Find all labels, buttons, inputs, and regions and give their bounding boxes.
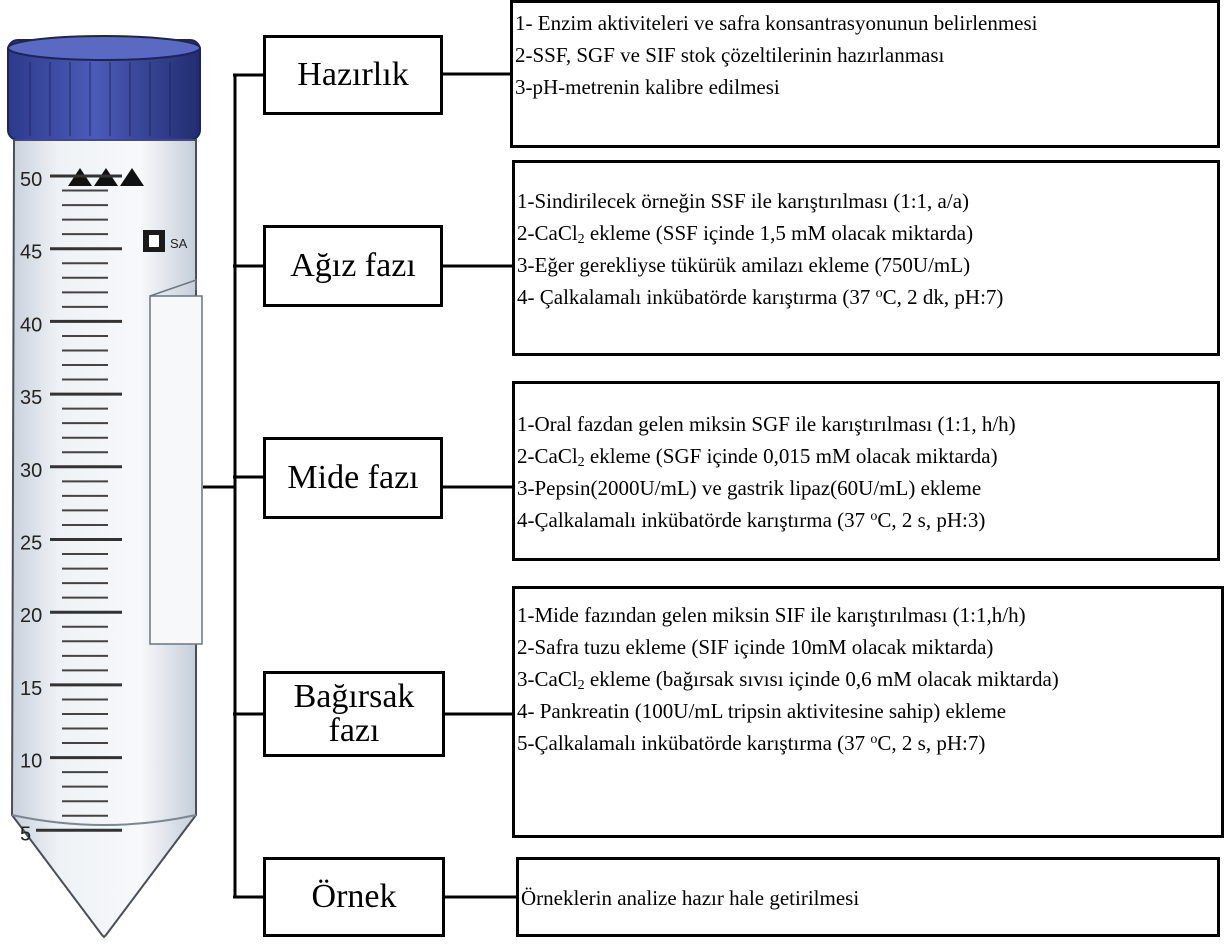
tube-cap bbox=[7, 35, 201, 141]
step-list-mide-fazi: 1-Oral fazdan gelen miksin SGF ile karış… bbox=[512, 381, 1220, 561]
step-item: 5-Çalkalamalı inkübatörde karıştırma (37… bbox=[517, 727, 1221, 759]
phase-title-line: Örnek bbox=[311, 878, 397, 915]
step-item: 2-SSF, SGF ve SIF stok çözeltilerinin ha… bbox=[515, 39, 1217, 71]
step-list-hazirlik: 1- Enzim aktiviteleri ve safra konsantra… bbox=[510, 0, 1220, 148]
phase-title-line: Mide fazı bbox=[287, 459, 419, 496]
step-text: 1-Sindirilecek örneğin SSF ile karıştırı… bbox=[517, 189, 970, 213]
superscript: o bbox=[870, 509, 878, 524]
phase-title: Ağız fazı bbox=[290, 249, 416, 283]
step-list-agiz-fazi: 1-Sindirilecek örneğin SSF ile karıştırı… bbox=[512, 160, 1220, 356]
subscript: 2 bbox=[577, 678, 585, 693]
step-item: 3-CaCl2 ekleme (bağırsak sıvısı içinde 0… bbox=[517, 663, 1221, 695]
scale-label: 50 bbox=[20, 169, 42, 191]
step-item: 4-Çalkalamalı inkübatörde karıştırma (37… bbox=[517, 504, 1217, 536]
step-text: C, 2 s, pH:7) bbox=[877, 731, 986, 755]
scale-label: 30 bbox=[20, 460, 42, 482]
subscript: 2 bbox=[577, 455, 585, 470]
step-item: 2-CaCl2 ekleme (SGF içinde 0,015 mM olac… bbox=[517, 440, 1217, 472]
step-item: 1-Sindirilecek örneğin SSF ile karıştırı… bbox=[517, 185, 1217, 217]
step-text: 4- Çalkalamalı inkübatörde karıştırma (3… bbox=[517, 285, 876, 309]
phase-title-line: fazı bbox=[328, 712, 380, 749]
centrifuge-tube-illustration: SA 50 45 40 35 30 25 20 15 10 5 bbox=[7, 35, 203, 939]
step-text: 1-Oral fazdan gelen miksin SGF ile karış… bbox=[517, 412, 1016, 436]
step-text: 2-CaCl bbox=[517, 221, 578, 245]
phase-title: Örnek bbox=[312, 880, 397, 914]
step-item: 1-Oral fazdan gelen miksin SGF ile karış… bbox=[517, 408, 1217, 440]
tube-label-panel bbox=[149, 295, 203, 645]
brand-text: SA bbox=[170, 236, 188, 251]
phase-title: Hazırlık bbox=[297, 58, 408, 92]
superscript: o bbox=[875, 286, 883, 301]
scale-label: 45 bbox=[20, 242, 42, 264]
step-text: 4- Pankreatin (100U/mL tripsin aktivites… bbox=[517, 699, 1007, 723]
step-item: 1- Enzim aktiviteleri ve safra konsantra… bbox=[515, 7, 1217, 39]
subscript: 2 bbox=[577, 232, 585, 247]
phase-title: Mide fazı bbox=[287, 461, 418, 495]
step-list-bagirsak-fazi: 1-Mide fazından gelen miksin SIF ile kar… bbox=[512, 586, 1224, 838]
step-text: 5-Çalkalamalı inkübatörde karıştırma (37 bbox=[517, 731, 871, 755]
scale-label: 40 bbox=[20, 314, 42, 336]
scale-label: 35 bbox=[20, 387, 42, 409]
step-text: 2-CaCl bbox=[517, 444, 578, 468]
graduation-scale: 50 45 40 35 30 25 20 15 10 5 bbox=[20, 169, 122, 845]
step-item: Örneklerin analize hazır hale getirilmes… bbox=[521, 882, 1217, 914]
step-item: 4- Pankreatin (100U/mL tripsin aktivites… bbox=[517, 695, 1221, 727]
phase-title-line: Hazırlık bbox=[297, 56, 409, 93]
step-text: ekleme (SGF içinde 0,015 mM olacak mikta… bbox=[584, 444, 998, 468]
phase-box-mide-fazi: Mide fazı bbox=[263, 437, 443, 519]
scale-label: 10 bbox=[20, 751, 42, 773]
step-item: 1-Mide fazından gelen miksin SIF ile kar… bbox=[517, 599, 1221, 631]
step-text: 3-Pepsin(2000U/mL) ve gastrik lipaz(60U/… bbox=[517, 476, 982, 500]
step-text: 1- Enzim aktiviteleri ve safra konsantra… bbox=[515, 11, 1038, 35]
scale-label: 15 bbox=[20, 678, 42, 700]
phase-box-ornek: Örnek bbox=[263, 857, 445, 937]
scale-label: 20 bbox=[20, 605, 42, 627]
step-text: C, 2 dk, pH:7) bbox=[882, 285, 1004, 309]
step-text: 3-CaCl bbox=[517, 667, 578, 691]
step-text: C, 2 s, pH:3) bbox=[877, 508, 986, 532]
step-text: 3-Eğer gerekliyse tükürük amilazı ekleme… bbox=[517, 253, 971, 277]
scale-label: 25 bbox=[20, 533, 42, 555]
step-text: 2-SSF, SGF ve SIF stok çözeltilerinin ha… bbox=[515, 43, 945, 67]
phase-box-hazirlik: Hazırlık bbox=[263, 35, 443, 115]
brand-logo: SA bbox=[143, 230, 188, 252]
step-text: 3-pH-metrenin kalibre edilmesi bbox=[515, 75, 780, 99]
phase-box-agiz-fazi: Ağız fazı bbox=[263, 225, 443, 307]
step-text: ekleme (bağırsak sıvısı içinde 0,6 mM ol… bbox=[584, 667, 1059, 691]
step-text: Örneklerin analize hazır hale getirilmes… bbox=[521, 886, 860, 910]
superscript: o bbox=[870, 732, 878, 747]
step-list-ornek: Örneklerin analize hazır hale getirilmes… bbox=[516, 857, 1220, 937]
step-text: 4-Çalkalamalı inkübatörde karıştırma (37 bbox=[517, 508, 871, 532]
phase-title-line: Bağırsak bbox=[293, 678, 415, 715]
step-item: 3-Eğer gerekliyse tükürük amilazı ekleme… bbox=[517, 249, 1217, 281]
step-text: ekleme (SSF içinde 1,5 mM olacak miktard… bbox=[584, 221, 974, 245]
step-item: 3-Pepsin(2000U/mL) ve gastrik lipaz(60U/… bbox=[517, 472, 1217, 504]
phase-title-line: Ağız fazı bbox=[290, 247, 416, 284]
step-item: 2-Safra tuzu ekleme (SIF içinde 10mM ola… bbox=[517, 631, 1221, 663]
scale-label: 5 bbox=[20, 823, 31, 845]
step-item: 2-CaCl2 ekleme (SSF içinde 1,5 mM olacak… bbox=[517, 217, 1217, 249]
step-item: 4- Çalkalamalı inkübatörde karıştırma (3… bbox=[517, 281, 1217, 313]
step-item: 3-pH-metrenin kalibre edilmesi bbox=[515, 71, 1217, 103]
step-text: 2-Safra tuzu ekleme (SIF içinde 10mM ola… bbox=[517, 635, 994, 659]
step-text: 1-Mide fazından gelen miksin SIF ile kar… bbox=[517, 603, 1026, 627]
